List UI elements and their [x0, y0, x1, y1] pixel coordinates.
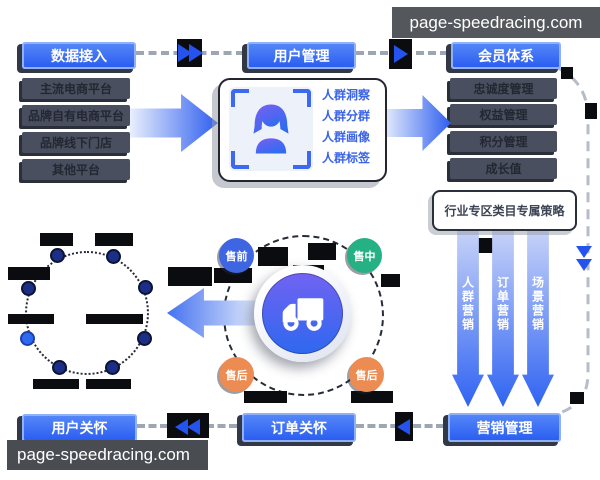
bar-label: 忠诚度管理: [473, 82, 534, 96]
audience-label: 人群画像: [322, 130, 371, 144]
marketing-arrow-label: 人群营销: [460, 276, 475, 332]
redaction-box: [585, 103, 597, 119]
scan-corner-icon: [293, 151, 311, 169]
network-node: [105, 360, 120, 375]
redaction-box: [561, 67, 573, 79]
network-circle: [25, 251, 149, 375]
truck-icon: [282, 297, 323, 331]
redaction-box: [86, 314, 143, 324]
redaction-box: [8, 314, 54, 324]
node-label: 数据接入: [51, 47, 107, 64]
redaction-box: [168, 267, 212, 286]
network-node: [106, 249, 121, 264]
node-label: 用户管理: [273, 47, 330, 64]
watermark-top: page-speedracing.com: [392, 7, 600, 38]
watermark-text: page-speedracing.com: [17, 445, 190, 464]
node-label: 用户关怀: [51, 420, 108, 436]
audience-card: 人群洞察 人群分群 人群画像 人群标签: [218, 78, 387, 182]
marketing-arrow-label: 订单营销: [495, 276, 510, 332]
network-node: [21, 281, 36, 296]
audience-label: 人群分群: [322, 109, 371, 123]
redaction-box: [351, 391, 393, 403]
lifecycle-node-pre-sale: 售前: [219, 238, 254, 273]
watermark-text: page-speedracing.com: [409, 12, 583, 32]
member-module-item: 积分管理: [450, 131, 557, 152]
network-node: [50, 248, 65, 263]
data-source-item: 主流电商平台: [22, 78, 130, 99]
lifecycle-node-in-sale: 售中: [347, 238, 382, 273]
arrow-left-icon: [187, 419, 200, 435]
bar-label: 品牌线下门店: [39, 136, 112, 150]
node-label: 会员体系: [478, 47, 534, 64]
node-label: 订单关怀: [271, 419, 327, 436]
network-node: [138, 280, 153, 295]
bar-label: 其他平台: [51, 163, 100, 177]
data-source-item: 其他平台: [22, 159, 130, 180]
data-source-item: 品牌自有电商平台: [22, 105, 130, 126]
arrow-right-icon: [189, 44, 203, 62]
redaction-box: [86, 379, 131, 389]
member-module-item: 成长值: [450, 158, 557, 179]
scan-corner-icon: [293, 89, 311, 107]
node-user-care[interactable]: 用户关怀: [22, 414, 137, 442]
arrow-right-icon: [394, 45, 408, 63]
lifecycle-hub: [262, 273, 343, 354]
arrow-right-icon: [178, 44, 192, 62]
bar-label: 主流电商平台: [39, 82, 112, 96]
audience-label: 人群标签: [322, 151, 371, 165]
arrow-down-icon: [576, 246, 592, 258]
bar-label: 积分管理: [479, 135, 528, 149]
audience-label: 人群洞察: [322, 88, 371, 102]
bar-label: 品牌自有电商平台: [27, 109, 124, 123]
arrow-left-icon: [175, 419, 188, 435]
bar-label: 成长值: [485, 162, 522, 176]
node-order-care[interactable]: 订单关怀: [242, 413, 356, 442]
strategy-label: 行业专区类目专属策略: [444, 204, 565, 218]
bar-label: 权益管理: [479, 108, 528, 122]
audience-avatar-box: [229, 87, 313, 171]
arrow-left-icon: [397, 419, 410, 435]
marketing-arrow-label: 场景营销: [530, 276, 545, 332]
watermark-bottom: page-speedracing.com: [7, 440, 208, 470]
audience-labels: 人群洞察 人群分群 人群画像 人群标签: [322, 89, 370, 165]
arrow-down-icon: [576, 259, 592, 271]
lifecycle-node-after-sale-left: 售后: [219, 357, 254, 392]
redaction-box: [477, 238, 493, 253]
member-module-item: 忠诚度管理: [450, 78, 557, 99]
lifecycle-node-after-sale-right: 售后: [349, 357, 384, 392]
redaction-box: [258, 247, 288, 266]
node-user-management[interactable]: 用户管理: [247, 42, 356, 69]
scan-corner-icon: [231, 89, 249, 107]
lifecycle-label: 售后: [225, 369, 248, 382]
network-node: [137, 331, 152, 346]
redaction-box: [8, 267, 50, 280]
node-member-system[interactable]: 会员体系: [451, 42, 561, 69]
person-icon: [253, 104, 289, 154]
redaction-box: [244, 391, 287, 403]
marketing-arrow-order: 订单营销: [487, 227, 519, 407]
node-data-access[interactable]: 数据接入: [22, 42, 136, 69]
marketing-arrow-scene: 场景营销: [522, 227, 554, 407]
redaction-box: [308, 243, 336, 260]
redaction-box: [570, 392, 584, 404]
redaction-box: [381, 274, 400, 287]
marketing-arrow-audience: 人群营销: [452, 227, 484, 407]
lifecycle-label: 售前: [225, 250, 248, 263]
lifecycle-label: 售中: [353, 250, 376, 263]
member-module-item: 权益管理: [450, 104, 557, 125]
redaction-box: [40, 233, 73, 246]
redaction-box: [95, 233, 133, 246]
lifecycle-label: 售后: [355, 369, 378, 382]
node-marketing-management[interactable]: 营销管理: [448, 413, 561, 442]
network-node-active: [20, 331, 35, 346]
network-node: [52, 360, 67, 375]
strategy-card: 行业专区类目专属策略: [432, 190, 577, 231]
node-label: 营销管理: [476, 419, 533, 436]
redaction-box: [33, 379, 79, 389]
scan-corner-icon: [231, 151, 249, 169]
data-source-item: 品牌线下门店: [22, 132, 130, 153]
